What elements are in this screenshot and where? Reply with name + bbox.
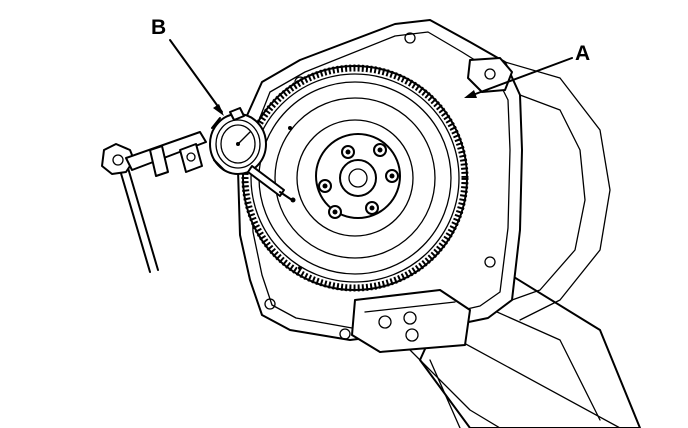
leader-a	[469, 57, 573, 97]
dial-indicator	[101, 107, 296, 273]
callout-label-a: A	[575, 42, 591, 65]
callout-label-b: B	[151, 16, 167, 39]
flywheel-bolts	[318, 143, 399, 219]
leader-lines	[169, 39, 573, 116]
leader-b	[169, 39, 223, 113]
flywheel	[241, 64, 469, 292]
